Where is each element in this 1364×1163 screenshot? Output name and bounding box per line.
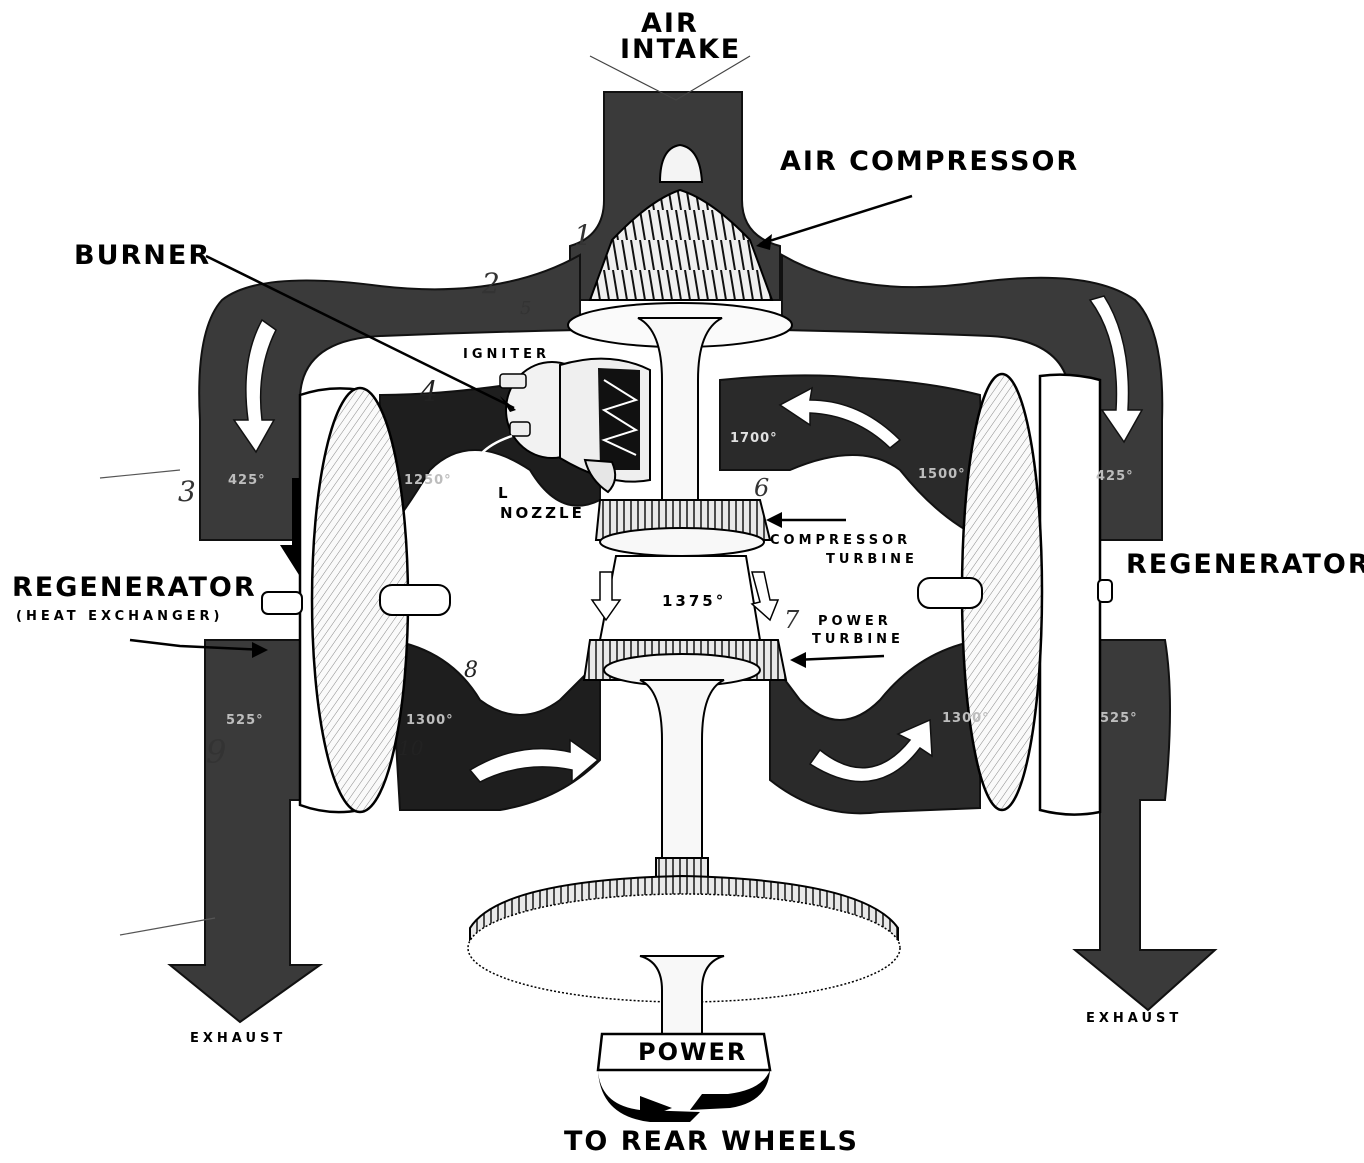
- temp-center: 1375°: [662, 594, 726, 609]
- handwritten-3: 3: [178, 478, 196, 506]
- temp-right-intake: 425°: [1096, 470, 1134, 483]
- pencil-marks: [100, 470, 215, 935]
- handwritten-5: 5: [520, 300, 531, 318]
- air-compressor-label: AIR COMPRESSOR: [780, 148, 1079, 175]
- temp-right-inner-bottom: 1300°: [942, 712, 990, 725]
- handwritten-8: 8: [464, 660, 478, 682]
- nozzle-label: NOZZLE: [500, 506, 585, 521]
- heat-exchanger-label: (HEAT EXCHANGER): [16, 610, 223, 623]
- handwritten-7: 7: [784, 608, 799, 632]
- reduction-gear[interactable]: [468, 876, 900, 1060]
- temp-left-outer-bottom: 525°: [226, 714, 264, 727]
- handwritten-10: 10: [398, 738, 423, 758]
- temp-right-outer-bottom: 525°: [1100, 712, 1138, 725]
- compressor-turbine-label-line2: TURBINE: [826, 553, 918, 566]
- compressor-turbine-label-line1: COMPRESSOR: [770, 534, 911, 547]
- compressor-turbine-rotor[interactable]: [596, 500, 770, 556]
- burner-label: BURNER: [74, 242, 211, 269]
- igniter-label: IGNITER: [463, 348, 550, 361]
- temp-center-top: 1700°: [730, 432, 778, 445]
- right-return-duct[interactable]: [770, 640, 980, 813]
- exhaust-right-label: EXHAUST: [1086, 1012, 1182, 1025]
- power-label: POWER: [638, 1040, 747, 1064]
- air-intake-label-line2: INTAKE: [620, 36, 741, 63]
- temp-left-inner-top: 1250°: [404, 474, 452, 487]
- air-intake-label-line1: AIR: [641, 10, 699, 37]
- power-turbine-leader: [794, 656, 884, 660]
- temp-left-intake: 425°: [228, 474, 266, 487]
- to-rear-wheels-label: TO REAR WHEELS: [564, 1128, 859, 1155]
- handwritten-6: 6: [754, 476, 769, 500]
- air-compressor-leader: [760, 196, 912, 244]
- handwritten-2: 2: [482, 270, 500, 298]
- left-exhaust-duct: [170, 640, 320, 1022]
- nozzle-partial-label: L: [498, 486, 511, 501]
- handwritten-4: 4: [420, 378, 438, 406]
- power-turbine-label-line2: TURBINE: [812, 633, 904, 646]
- handwritten-1: 1: [574, 222, 592, 250]
- handwritten-9: 9: [206, 736, 226, 768]
- exhaust-left-label: EXHAUST: [190, 1032, 286, 1045]
- regenerator-right-label: REGENERATOR: [1126, 551, 1364, 578]
- power-turbine-label-line1: POWER: [818, 615, 892, 628]
- temp-right-inner-top: 1500°: [918, 468, 966, 481]
- temp-left-inner-bottom: 1300°: [406, 714, 454, 727]
- output-shaft: [640, 680, 724, 894]
- regenerator-left-label: REGENERATOR: [12, 574, 257, 601]
